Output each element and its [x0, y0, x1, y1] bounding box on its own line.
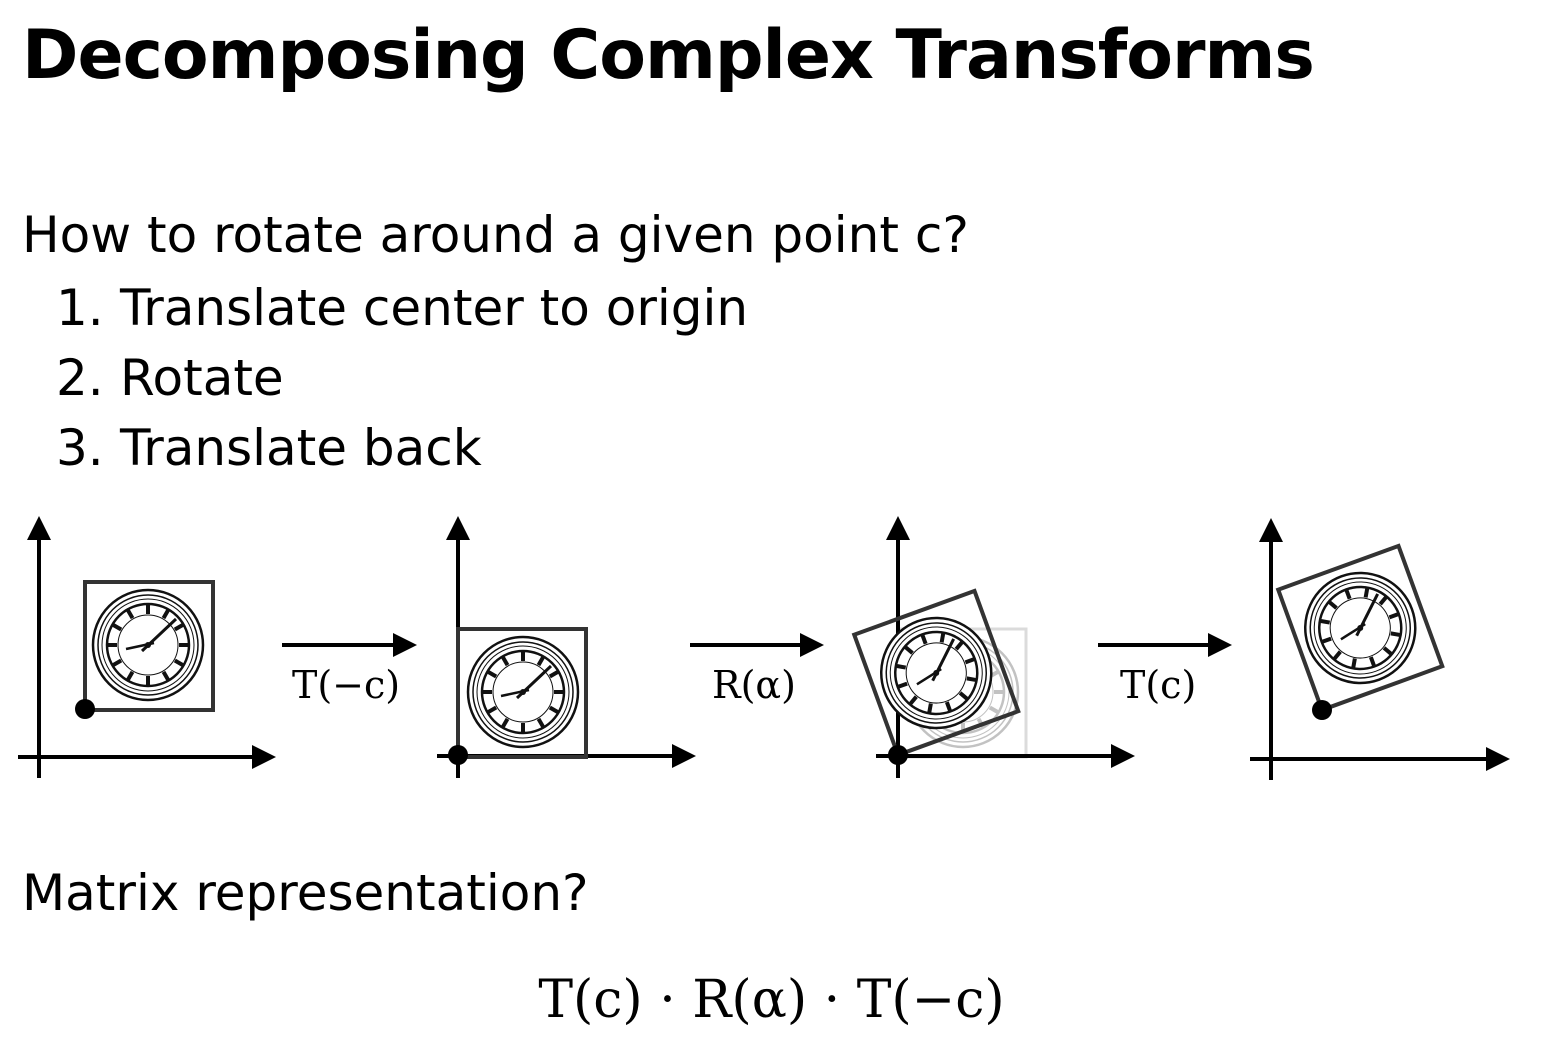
clock-icon — [91, 588, 205, 702]
panel-final — [1250, 518, 1510, 780]
step-item: 1. Translate center to origin — [56, 273, 748, 343]
panel-original — [18, 516, 276, 778]
step-number: 3. — [56, 419, 104, 477]
matrix-question: Matrix representation? — [22, 864, 589, 922]
matrix-formula: T(c) · R(α) · T(−c) — [538, 970, 1005, 1030]
step-item: 2. Rotate — [56, 343, 748, 413]
panel-translated — [437, 516, 696, 778]
center-point — [888, 745, 908, 765]
transform-diagram: T(−c) R(α) T(c) — [18, 516, 1510, 780]
step-item: 3. Translate back — [56, 413, 748, 483]
center-point — [75, 699, 95, 719]
slide-title: Decomposing Complex Transforms — [22, 16, 1315, 95]
step-text: Translate center to origin — [120, 279, 749, 337]
step-number: 1. — [56, 279, 104, 337]
step-text: Translate back — [120, 419, 482, 477]
step-list: 1. Translate center to origin 2. Rotate 3.… — [56, 273, 748, 483]
panel-rotated — [851, 516, 1135, 778]
rotation-question: How to rotate around a given point c? — [22, 206, 969, 264]
step-text: Rotate — [120, 349, 284, 407]
clock-icon — [466, 635, 580, 749]
arrow-label-rotate: R(α) — [712, 663, 796, 707]
center-point — [1312, 700, 1332, 720]
arrow-label-translate-negative: T(−c) — [292, 663, 400, 707]
step-number: 2. — [56, 349, 104, 407]
arrow-label-translate: T(c) — [1120, 663, 1196, 707]
center-point — [448, 745, 468, 765]
